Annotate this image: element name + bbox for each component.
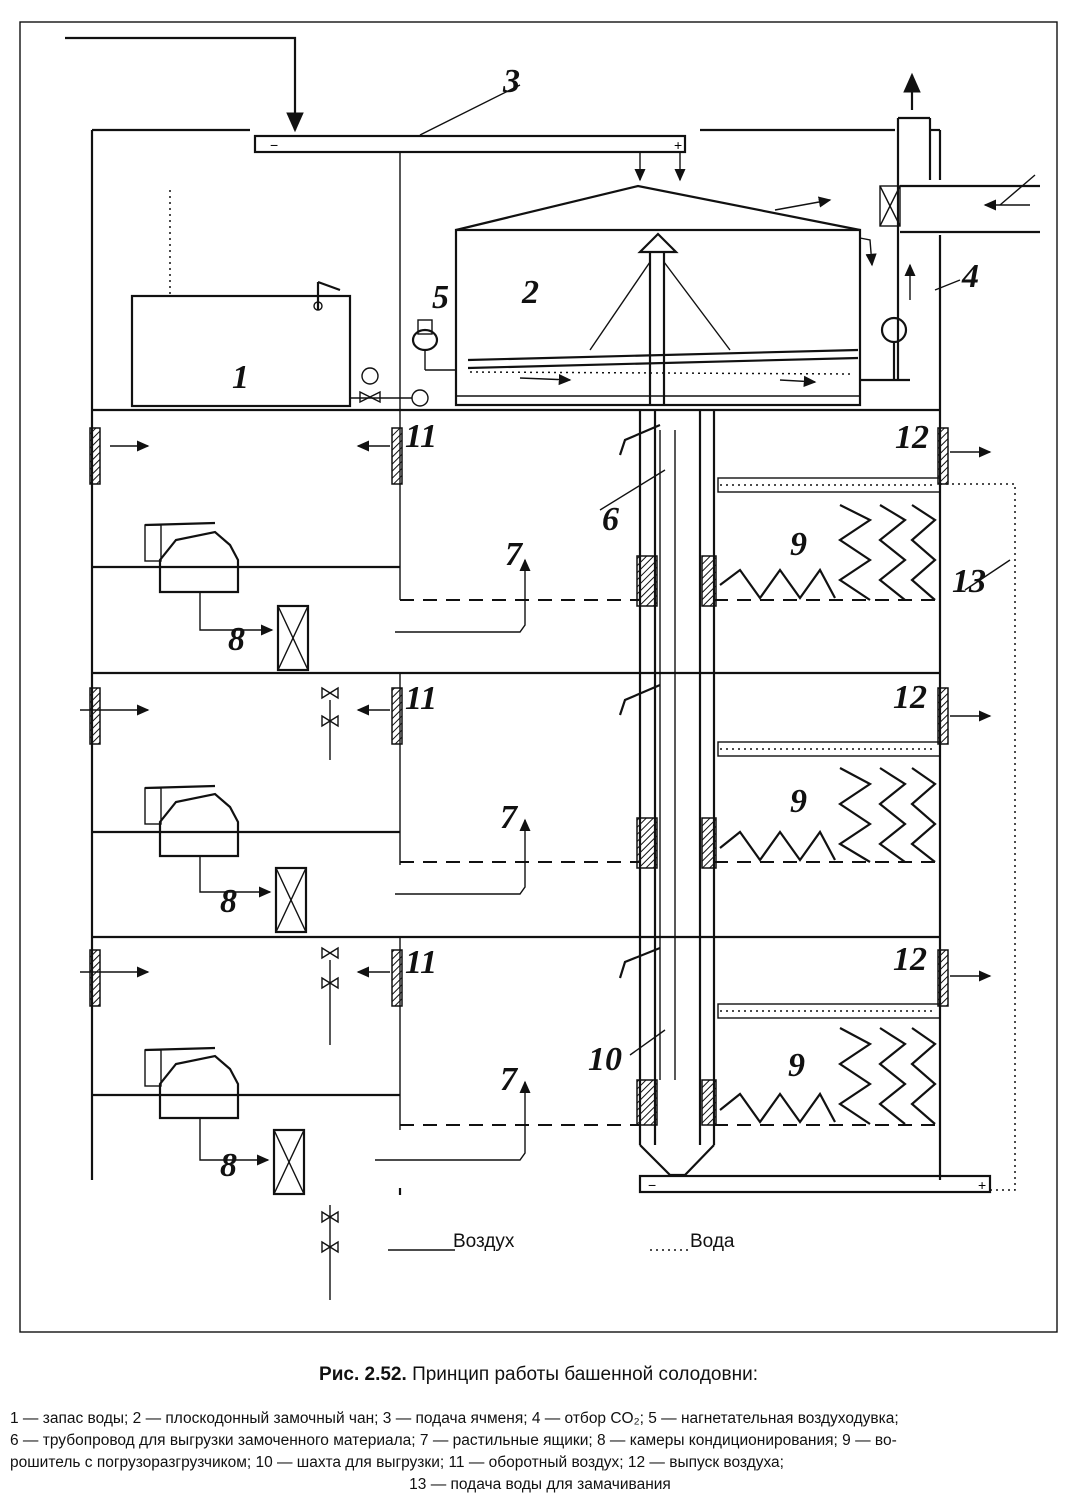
- co2-extraction: [859, 72, 1040, 382]
- minus-sign-bottom: −: [648, 1177, 656, 1193]
- steep-water-line: [940, 483, 1016, 1191]
- bottom-conveyor: − +: [638, 1174, 992, 1194]
- callout-numbers: 1 2 3 4 5 6 7 7 7 8 8 8 9 9 9 10 11 11 1…: [220, 63, 986, 1184]
- callout-10: 10: [588, 1041, 622, 1078]
- caption-line: рошитель с погрузоразгрузчиком; 10 — шах…: [10, 1454, 784, 1471]
- figure-label: Рис. 2.52.: [319, 1364, 407, 1385]
- legend: Воздух Вода: [388, 1231, 735, 1252]
- malt-tower-scheme: − +: [19, 21, 1058, 1333]
- callout-7-c: 7: [500, 1061, 519, 1098]
- callout-12-b: 12: [893, 679, 927, 716]
- building-outline: [19, 21, 1058, 1333]
- callout-1: 1: [232, 359, 249, 396]
- legend-water: Вода: [690, 1231, 735, 1252]
- callout-8-c: 8: [220, 1147, 237, 1184]
- callout-4: 4: [961, 258, 979, 295]
- minus-sign: −: [270, 137, 278, 153]
- callout-7-b: 7: [500, 799, 519, 836]
- callout-5: 5: [432, 279, 449, 316]
- callout-13: 13: [952, 563, 986, 600]
- callout-9-a: 9: [790, 526, 807, 563]
- barley-supply: − +: [65, 36, 687, 410]
- legend-air: Воздух: [453, 1231, 515, 1252]
- callout-8-b: 8: [220, 883, 237, 920]
- figure-title: Принцип работы башенной солодовни:: [412, 1364, 758, 1385]
- discharge-shaft: [599, 410, 717, 1177]
- callout-12-a: 12: [895, 419, 929, 456]
- figure-caption-legend: 1 — запас воды; 2 — плоскодонный замочны…: [10, 1408, 1070, 1496]
- plus-sign-bottom: +: [978, 1177, 986, 1193]
- figure-caption-title: Рис. 2.52. Принцип работы башенной солод…: [0, 1364, 1077, 1386]
- caption-line: 6 — трубопровод для выгрузки замоченного…: [10, 1432, 897, 1449]
- caption-line: 13 — подача воды для замачивания: [409, 1476, 671, 1493]
- callout-2: 2: [521, 274, 539, 311]
- callout-3: 3: [502, 63, 520, 100]
- callout-11-c: 11: [405, 944, 437, 981]
- germination-floors: [80, 410, 992, 1300]
- plus-sign: +: [674, 137, 682, 153]
- callout-12-c: 12: [893, 941, 927, 978]
- steep-blower: [350, 319, 456, 407]
- callout-9-b: 9: [790, 783, 807, 820]
- callout-6: 6: [602, 501, 619, 538]
- callout-11-a: 11: [405, 418, 437, 455]
- callout-9-c: 9: [788, 1047, 805, 1084]
- callout-8-a: 8: [228, 621, 245, 658]
- callout-11-b: 11: [405, 680, 437, 717]
- callout-7-a: 7: [505, 536, 524, 573]
- water-reservoir: [130, 190, 352, 408]
- caption-line: 1 — запас воды; 2 — плоскодонный замочны…: [10, 1410, 899, 1427]
- steeping-tank: [454, 184, 862, 407]
